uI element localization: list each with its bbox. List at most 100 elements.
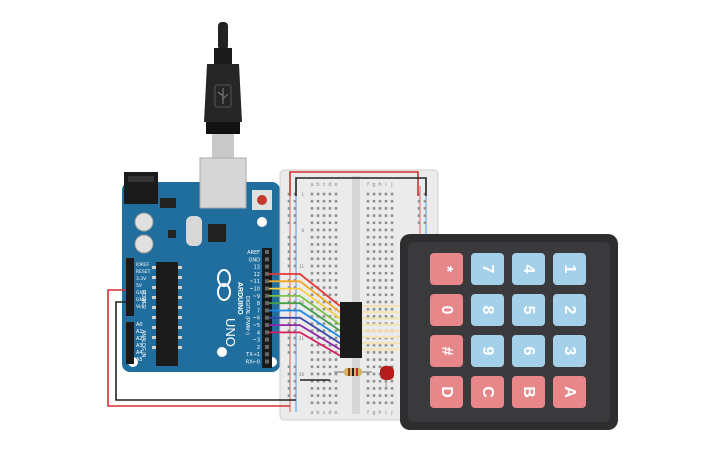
row-number: 26: [299, 372, 305, 377]
pin-label: A2: [136, 336, 143, 342]
power-label: POWER: [140, 290, 146, 309]
pin-label: ~11: [249, 279, 260, 285]
arduino-board: ARDUINO UNO DIGITAL (PWM~) POWER ANALOG …: [122, 157, 280, 372]
jumper-wire: [269, 331, 341, 357]
keypad-key[interactable]: 2: [553, 294, 586, 326]
pin-label: A1: [136, 329, 143, 335]
row-number: 11: [299, 264, 305, 269]
keypad-key[interactable]: D: [430, 376, 463, 408]
signal-wires: [269, 273, 341, 357]
pin-label: 3.3V: [136, 276, 147, 282]
pin-label: GND: [136, 297, 147, 303]
key-label: A: [561, 386, 578, 398]
column-label: b: [316, 182, 319, 188]
keypad-key[interactable]: 5: [512, 294, 545, 326]
key-label: 4: [520, 265, 537, 274]
jumper-wire: [269, 280, 341, 313]
key-label: 1: [561, 265, 578, 274]
pin-label: A0: [136, 322, 143, 328]
column-label: g: [372, 182, 375, 188]
column-label: f: [367, 410, 369, 416]
ic-chip: [340, 302, 362, 358]
pin-label: 12: [254, 272, 260, 278]
keypad-key[interactable]: 1: [553, 253, 586, 285]
column-label: d: [328, 410, 331, 416]
resistor: [334, 368, 372, 376]
arduino-logo-icon: [217, 269, 231, 301]
pin-label: RX←0: [246, 360, 260, 366]
key-label: D: [438, 386, 455, 398]
keypad-key[interactable]: 9: [471, 335, 504, 367]
pin-label: 4: [257, 330, 260, 336]
pin-label: AREF: [247, 250, 260, 256]
pin-label: ~3: [253, 338, 260, 344]
keypad-key[interactable]: 0: [430, 294, 463, 326]
keypad-key[interactable]: *: [430, 253, 463, 285]
key-label: 2: [561, 306, 578, 315]
column-label: h: [378, 182, 381, 188]
key-label: C: [479, 386, 496, 398]
jumper-wire: [269, 287, 341, 320]
column-label: e: [334, 182, 337, 188]
microcontroller-chip: [156, 262, 178, 366]
pin-label: ~6: [253, 316, 260, 322]
keypad-key[interactable]: 3: [553, 335, 586, 367]
keypad-key[interactable]: 8: [471, 294, 504, 326]
pin-label: A5: [136, 357, 143, 363]
key-label: B: [520, 386, 537, 398]
keypad-key[interactable]: 7: [471, 253, 504, 285]
jumper-wire: [269, 309, 341, 338]
jumper-wire: [269, 324, 341, 351]
row-number: 6: [301, 228, 304, 233]
keypad-key[interactable]: 6: [512, 335, 545, 367]
column-label: e: [334, 410, 337, 416]
key-label: 5: [520, 306, 537, 315]
pin-label: TX→1: [245, 352, 260, 358]
pin-label: ~5: [253, 323, 260, 329]
column-label: j: [390, 410, 392, 416]
jumper-wire: [269, 316, 341, 344]
column-label: f: [367, 182, 369, 188]
keypad-key[interactable]: B: [512, 376, 545, 408]
digital-header-label: DIGITAL (PWM~): [244, 296, 250, 335]
column-label: c: [323, 410, 326, 416]
jumper-wire: [269, 273, 341, 307]
pin-label: ~9: [253, 294, 260, 300]
brand-label: ARDUINO: [236, 282, 243, 315]
keypad-key[interactable]: 4: [512, 253, 545, 285]
key-label: *: [438, 266, 455, 273]
pin-label: 5V: [136, 283, 143, 289]
pin-label: A4: [136, 350, 143, 356]
key-label: 3: [561, 347, 578, 356]
key-label: 7: [479, 265, 496, 274]
reset-button[interactable]: [257, 195, 267, 205]
key-label: 8: [479, 306, 496, 315]
column-label: i: [385, 182, 386, 188]
column-label: a: [310, 410, 313, 416]
pin-label: ~10: [249, 287, 260, 293]
model-label: UNO: [223, 318, 238, 347]
jumper-wire: [269, 295, 341, 326]
usb-cable: [204, 22, 242, 164]
pin-label: RESET: [136, 269, 151, 275]
keypad-key[interactable]: #: [430, 335, 463, 367]
pin-label: A3: [136, 343, 143, 349]
jumper-wire: [269, 302, 341, 332]
pin-label: 8: [257, 301, 260, 307]
column-label: a: [310, 182, 313, 188]
key-label: 6: [520, 347, 537, 356]
pin-label: 7: [257, 308, 260, 314]
key-label: 9: [479, 347, 496, 356]
column-label: g: [372, 410, 375, 416]
power-wires: [107, 171, 427, 407]
column-label: j: [390, 182, 392, 188]
analog-label: ANALOG IN: [140, 330, 146, 358]
keypad-key[interactable]: A: [553, 376, 586, 408]
row-number: 1: [301, 192, 304, 197]
column-label: d: [328, 182, 331, 188]
keypad: * 7 4 1 0 8 5 2 #9 6 3D C B A: [400, 234, 618, 430]
usb-logo-icon: [217, 88, 229, 104]
row-number: 21: [299, 336, 305, 341]
pin-label: GND: [249, 257, 261, 263]
keypad-key[interactable]: C: [471, 376, 504, 408]
